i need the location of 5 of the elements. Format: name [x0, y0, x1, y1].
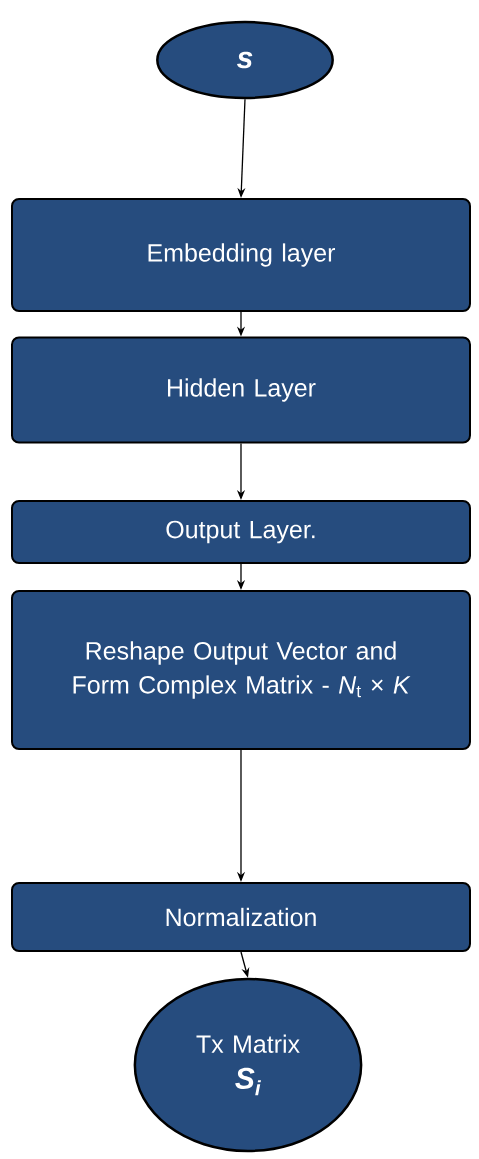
process-box: Normalization	[11, 882, 471, 952]
process-box: Embedding layer	[11, 198, 471, 312]
process-box: Reshape Output Vector and Form Complex Matrix - N$_{t}$ × K	[11, 590, 471, 750]
process-box: Hidden Layer	[11, 336, 471, 444]
process-box: Output Layer.	[11, 500, 471, 564]
